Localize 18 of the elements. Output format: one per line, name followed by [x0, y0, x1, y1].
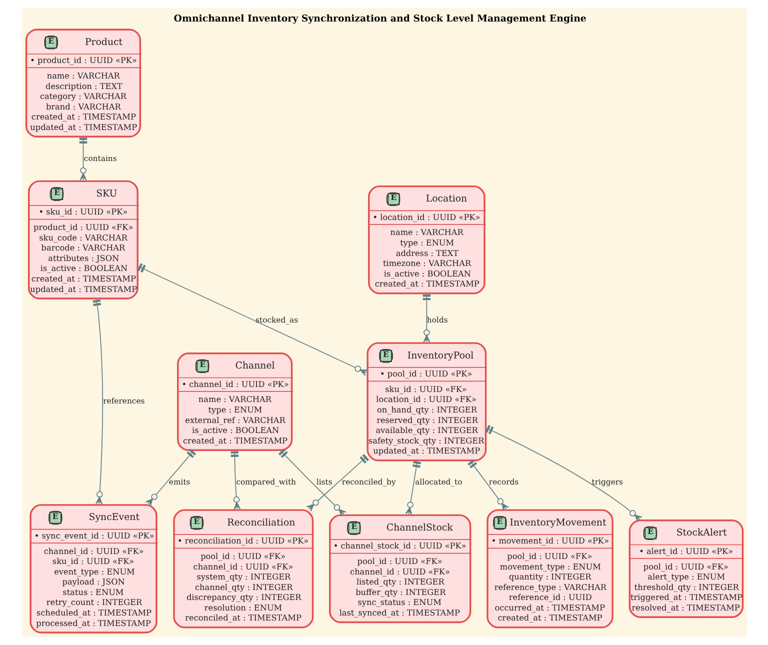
edge-label: holds	[426, 316, 448, 325]
edge-label: allocated_to	[414, 478, 462, 487]
connector	[278, 448, 346, 517]
edge-label: records	[488, 478, 518, 487]
connector	[484, 424, 642, 522]
connector	[136, 263, 368, 376]
edge-label: reconciled_by	[341, 478, 396, 487]
diagram-title: Omnichannel Inventory Synchronization and Stock Level Management Engine	[173, 14, 586, 25]
edge-label: compared_with	[236, 478, 296, 487]
edge-label: contains	[83, 154, 116, 163]
edge-label: emits	[168, 478, 190, 487]
edge-label: stocked_as	[255, 316, 298, 325]
edge-label: triggers	[591, 478, 623, 487]
edge-label: lists	[316, 478, 332, 487]
connector	[92, 299, 102, 505]
connector	[467, 459, 509, 512]
connector	[144, 448, 196, 506]
edge-label: references	[102, 396, 144, 406]
